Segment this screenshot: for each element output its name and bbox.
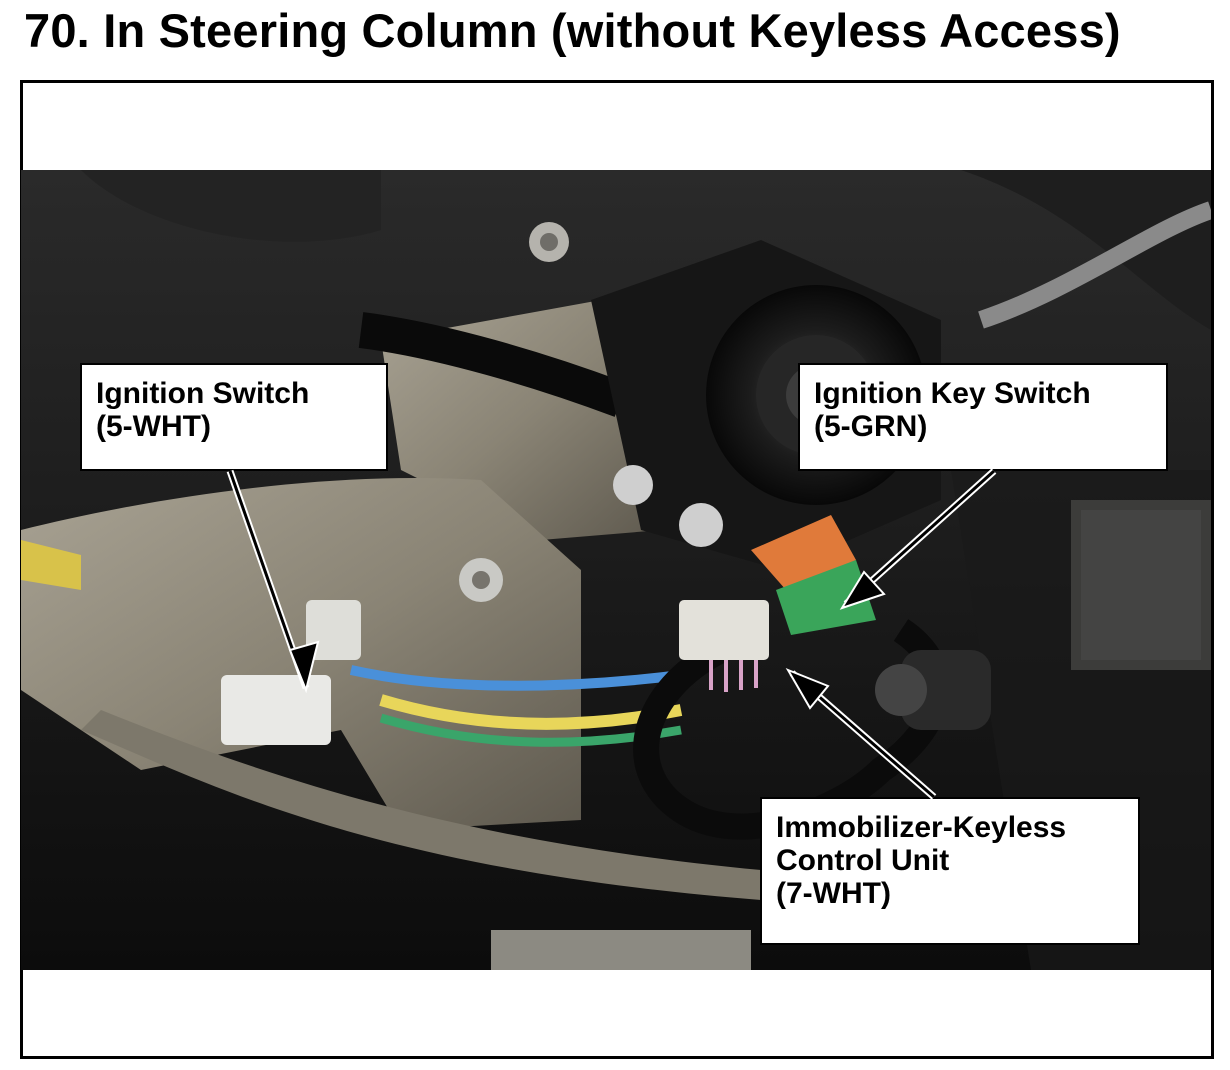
immobilizer-callout: Immobilizer-Keyless Control Unit (7-WHT): [760, 797, 1140, 945]
page-title: 70. In Steering Column (without Keyless …: [24, 4, 1121, 57]
ignition-switch-callout: Ignition Switch (5-WHT): [80, 363, 388, 471]
ignition-key-switch-connector-code: (5-GRN): [814, 410, 928, 443]
ignition-switch-label: Ignition Switch: [96, 377, 310, 410]
ignition-switch-connector-code: (5-WHT): [96, 410, 211, 443]
immobilizer-connector-code: (7-WHT): [776, 877, 891, 910]
ignition-switch-arrow: [226, 469, 320, 694]
immobilizer-arrow: [785, 667, 937, 800]
ignition-key-switch-label: Ignition Key Switch: [814, 377, 1091, 410]
immobilizer-label-2: Control Unit: [776, 844, 950, 877]
ignition-key-switch-arrow: [839, 468, 997, 610]
ignition-key-switch-callout: Ignition Key Switch (5-GRN): [798, 363, 1168, 471]
immobilizer-label: Immobilizer-Keyless: [776, 811, 1067, 844]
